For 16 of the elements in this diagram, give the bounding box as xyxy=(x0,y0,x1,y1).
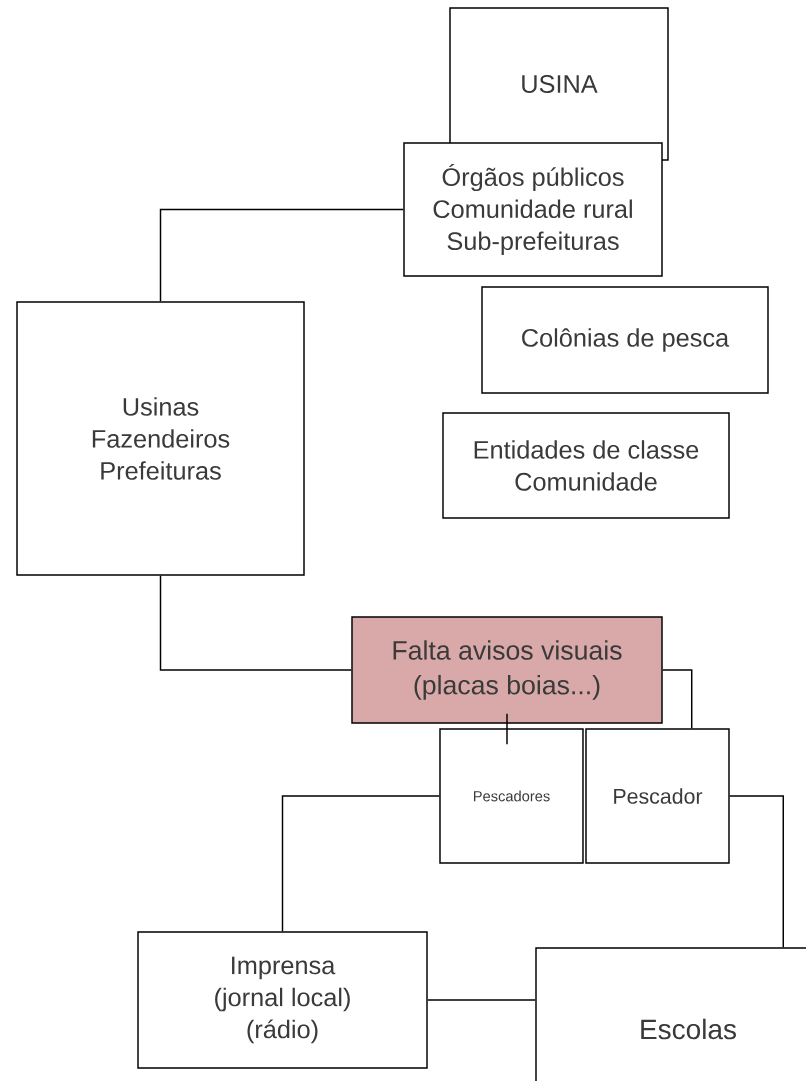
connector-line xyxy=(159,208,404,302)
text-box: Órgãos públicos Comunidade rural Sub-prefeituras xyxy=(403,142,663,277)
connector-line xyxy=(281,795,440,932)
connector-line xyxy=(662,669,693,729)
text-box: Entidades de classe Comunidade xyxy=(442,412,730,519)
text-box: Falta avisos visuais (placas boias...) xyxy=(351,616,663,724)
connector-line xyxy=(159,575,352,671)
text-box: Imprensa (jornal local) (rádio) xyxy=(137,931,428,1069)
text-box: Pescador xyxy=(585,728,730,864)
connector-line xyxy=(427,999,536,1001)
text-box: Colônias de pesca xyxy=(481,286,769,394)
text-box: Usinas Fazendeiros Prefeituras xyxy=(16,301,305,576)
text-box: Pescadores xyxy=(439,728,584,864)
connector-line xyxy=(506,713,508,745)
connector-line xyxy=(729,795,784,948)
text-box: Escolas xyxy=(535,947,806,1081)
